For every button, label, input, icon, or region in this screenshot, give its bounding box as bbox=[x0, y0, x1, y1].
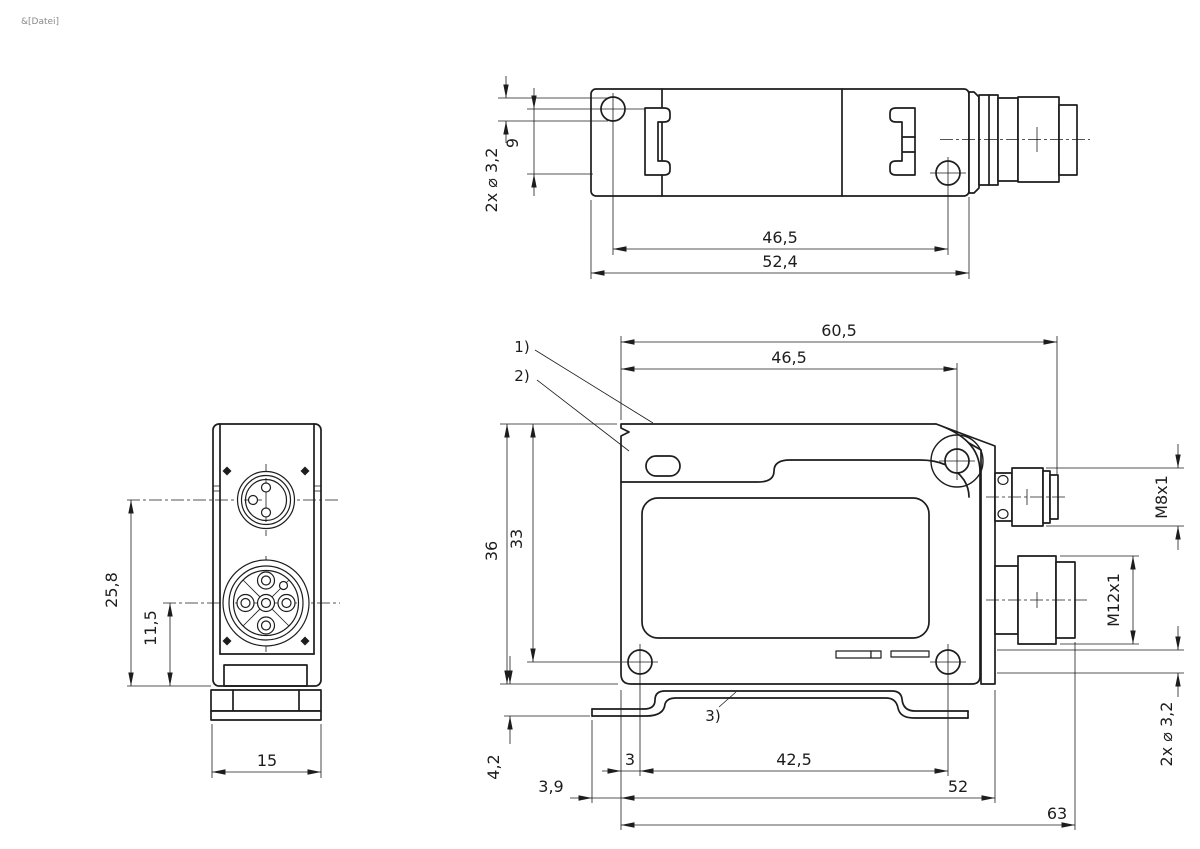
front-view-m12-socket bbox=[222, 559, 310, 647]
front-view-corner-mark bbox=[222, 636, 232, 646]
dim-side-hole-spacing-top: 46,5 bbox=[771, 348, 807, 367]
front-view-m8-socket bbox=[236, 470, 296, 530]
dim-front-width: 15 bbox=[257, 751, 277, 770]
top-view-end-cap bbox=[968, 91, 980, 194]
callout-2: 2) bbox=[514, 367, 529, 385]
dim-top-overall-length: 52,4 bbox=[762, 252, 798, 271]
top-view-m12-connector bbox=[940, 94, 1090, 186]
side-view-clamp-plate bbox=[935, 423, 996, 685]
front-view-corner-mark bbox=[300, 466, 310, 476]
side-view-m8-connector bbox=[986, 467, 1068, 527]
front-view-base-plate bbox=[210, 710, 322, 721]
front-view-corner-mark bbox=[300, 636, 310, 646]
front-view-keying-dot bbox=[278, 580, 289, 591]
front-view-label-window bbox=[223, 664, 308, 687]
dim-m12-thread: M12x1 bbox=[1104, 573, 1123, 627]
side-view-step-contour bbox=[620, 459, 970, 498]
top-view-fiber-clamp-right bbox=[889, 107, 916, 176]
dim-side-bracket-offset: 3,9 bbox=[538, 777, 563, 796]
dim-side-plate-width: 52 bbox=[948, 777, 968, 796]
dim-top-hole-diameter-note: 2x ⌀ 3,2 bbox=[482, 148, 501, 213]
callout-1: 1) bbox=[514, 338, 529, 356]
side-view-mounting-plate bbox=[591, 690, 969, 719]
dim-side-hole-spacing-bottom: 42,5 bbox=[776, 750, 812, 769]
front-view-corner-mark bbox=[222, 466, 232, 476]
front-view-housing-outline bbox=[212, 423, 322, 687]
top-view-fiber-clamp-left bbox=[644, 107, 671, 176]
callout-3: 3) bbox=[705, 707, 720, 725]
front-view: 25,8 11,5 15 bbox=[102, 423, 340, 778]
side-view-led-window-1 bbox=[835, 650, 872, 659]
side-view: 60,5 46,5 1) 2) 3) 36 33 4,2 3 42,5 3,9 … bbox=[482, 321, 1184, 830]
dim-top-hole-spacing: 46,5 bbox=[762, 228, 798, 247]
dim-side-overall-length: 63 bbox=[1047, 804, 1067, 823]
side-view-housing-outline bbox=[620, 423, 981, 685]
dim-side-hole-inset: 3 bbox=[625, 750, 635, 769]
dim-side-overall-width: 60,5 bbox=[821, 321, 857, 340]
side-view-led-window-3 bbox=[890, 650, 930, 658]
side-view-slot bbox=[645, 455, 681, 477]
top-view: 46,5 52,4 2x ⌀ 3,2 9 bbox=[482, 76, 1090, 279]
dim-side-hole-height: 33 bbox=[507, 529, 526, 549]
side-view-display-window bbox=[641, 497, 930, 639]
dim-side-bracket-drop: 4,2 bbox=[484, 754, 503, 779]
side-view-led-window-2 bbox=[870, 650, 882, 659]
dim-front-m8-center-height: 25,8 bbox=[102, 572, 121, 608]
file-placeholder-note: &[Datei] bbox=[21, 17, 59, 27]
dim-top-hole-offset: 9 bbox=[503, 138, 522, 148]
front-view-foot bbox=[210, 689, 322, 712]
side-view-m12-connector bbox=[986, 555, 1088, 645]
dim-side-height: 36 bbox=[482, 541, 501, 561]
dim-front-m12-center-height: 11,5 bbox=[141, 610, 160, 646]
dim-m8-thread: M8x1 bbox=[1152, 475, 1171, 519]
dim-side-hole-diameter-note: 2x ⌀ 3,2 bbox=[1157, 702, 1176, 767]
